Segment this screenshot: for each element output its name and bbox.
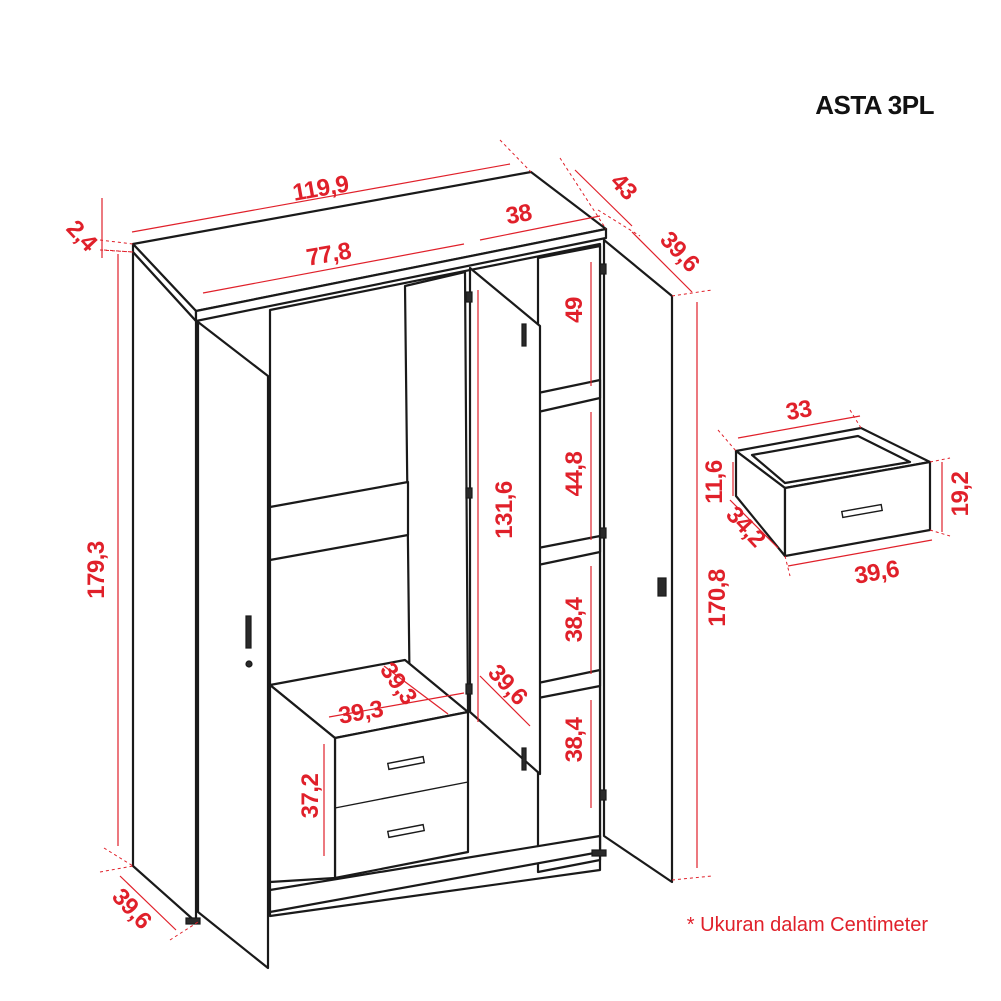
center-door-handle-low — [521, 747, 527, 771]
dim-line-base-depth — [119, 875, 177, 931]
center-door-handle — [521, 323, 527, 347]
dim-total-height: 179,3 — [83, 541, 110, 599]
drawer-detail-inside — [750, 434, 912, 485]
dim-line-drawer-front-width — [787, 539, 933, 567]
drawer-handle-top — [386, 755, 426, 771]
left-door-lock — [245, 660, 253, 668]
ext-line — [671, 875, 713, 881]
units-note: * Ukuran dalam Centimeter — [687, 914, 929, 936]
ext-line — [849, 409, 862, 429]
hinge-icon — [599, 789, 607, 801]
drawer-split — [334, 781, 469, 809]
right-door-lock — [657, 577, 667, 597]
hinge-icon — [599, 527, 607, 539]
dim-base-depth: 39,6 — [106, 883, 156, 934]
drawer-dim-front-height: 19,2 — [947, 471, 974, 516]
dim-hanging-height: 131,6 — [491, 481, 518, 539]
dim-right-width: 38 — [504, 199, 534, 230]
dim-line-right-width — [479, 215, 601, 241]
dim-overall-depth: 43 — [605, 168, 642, 205]
right-door — [602, 238, 674, 884]
dim-line-overall-depth — [574, 169, 633, 227]
ext-line — [103, 847, 134, 867]
center-door — [468, 266, 542, 776]
hinge-icon — [465, 291, 473, 303]
dim-line-door-depth — [631, 231, 693, 293]
ext-line — [929, 457, 951, 463]
drawer-detail — [734, 426, 932, 558]
wardrobe-body — [131, 170, 674, 970]
left-door — [196, 320, 270, 970]
left-side-panel — [131, 250, 198, 924]
drawer-dim-width: 33 — [784, 395, 814, 426]
drawer-side — [268, 683, 337, 884]
title: ASTA 3PL — [815, 90, 934, 120]
hinge-icon — [465, 683, 473, 695]
dim-side-height: 170,8 — [704, 569, 731, 627]
dimension-lines — [101, 163, 943, 931]
dim-line-drawer-width — [737, 415, 861, 439]
hanging-panel — [268, 480, 410, 562]
dim-shelf-2: 44,8 — [561, 451, 588, 496]
ext-line — [929, 529, 951, 537]
ext-line — [99, 239, 134, 245]
top-slab-front — [194, 227, 608, 323]
dim-line-inner-compartment — [479, 675, 531, 727]
dim-top-thickness: 2,4 — [61, 215, 103, 258]
dim-line-drawer-depth — [729, 499, 779, 549]
dim-line-total-width — [131, 163, 511, 233]
hinge-icon — [599, 263, 607, 275]
foot — [591, 849, 607, 857]
extension-lines — [99, 139, 951, 941]
ext-line — [169, 921, 199, 941]
ext-line — [717, 429, 737, 452]
inner-divider — [403, 270, 470, 722]
dim-shelf-3: 38,4 — [561, 596, 588, 642]
dim-line-inner-depth — [383, 665, 449, 715]
ext-line — [597, 209, 641, 237]
drawer-dim-inner-height: 11,6 — [701, 460, 728, 504]
hinge-icon — [465, 487, 473, 499]
foot — [185, 917, 201, 925]
drawer-detail-handle — [840, 503, 884, 519]
ext-line — [99, 865, 134, 873]
dim-door-depth: 39,6 — [654, 226, 704, 277]
ext-line — [499, 139, 532, 173]
dim-shelf-1: 49 — [561, 297, 588, 323]
drawer-handle-bottom — [386, 823, 426, 839]
ext-line — [671, 289, 713, 297]
ext-line — [559, 157, 607, 230]
dim-drawer-block: 37,2 — [297, 773, 324, 818]
left-door-handle — [245, 615, 252, 649]
ext-line — [103, 249, 134, 253]
dim-shelf-4: 38,4 — [561, 716, 588, 762]
dim-line-left-width — [202, 243, 465, 294]
drawer-dim-front-width: 39,6 — [852, 555, 901, 589]
dim-total-width: 119,9 — [291, 170, 351, 206]
dim-line-inner-width — [328, 692, 465, 718]
